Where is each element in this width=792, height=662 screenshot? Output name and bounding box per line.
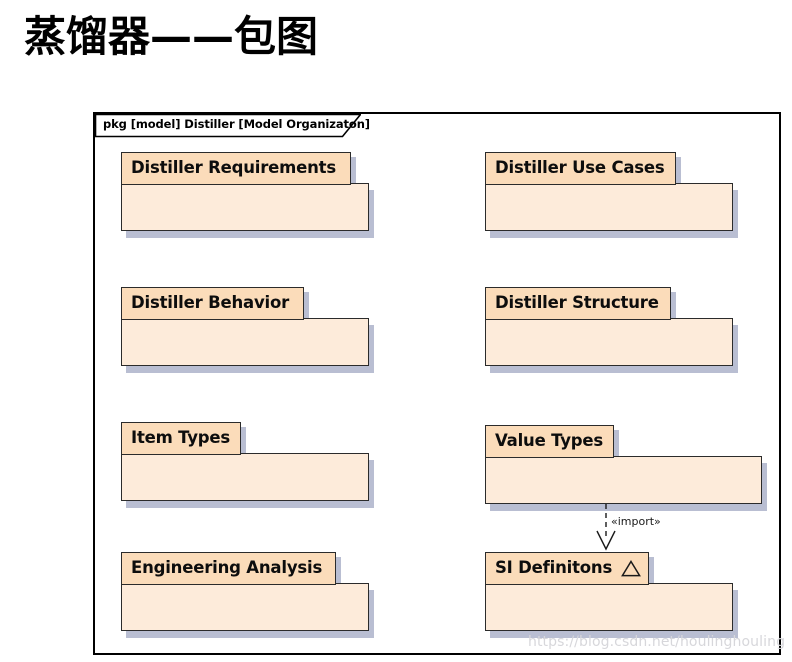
package-name-label: Distiller Structure (495, 293, 659, 313)
package-header[interactable]: Distiller Structure (485, 287, 671, 320)
package-header[interactable]: Engineering Analysis (121, 552, 336, 585)
package-body (485, 456, 762, 505)
package-name-label: Distiller Behavior (131, 293, 290, 313)
package-body (485, 318, 733, 367)
package-header[interactable]: SI Definitons (485, 552, 649, 585)
package-header[interactable]: Distiller Use Cases (485, 152, 676, 185)
package-header[interactable]: Distiller Behavior (121, 287, 304, 320)
package-body (121, 183, 369, 232)
frame-label-shape (95, 114, 361, 138)
import-stereotype-label: «import» (611, 515, 661, 528)
package-body (121, 453, 369, 502)
package-name-label: Distiller Requirements (131, 158, 336, 178)
package-body (121, 583, 369, 632)
package-header[interactable]: Value Types (485, 425, 614, 458)
watermark: https://blog.csdn.net/houlinghouling (528, 634, 786, 650)
frame-label-tab: pkg [model] Distiller [Model Organizaton… (95, 114, 370, 138)
package-name-label: Engineering Analysis (131, 558, 323, 578)
package-body (121, 318, 369, 367)
package-name-label: Distiller Use Cases (495, 158, 665, 178)
package-name-label: Value Types (495, 431, 604, 451)
package-header[interactable]: Distiller Requirements (121, 152, 351, 185)
package-name-label: SI Definitons (495, 558, 613, 578)
frame-label-text: pkg [model] Distiller [Model Organizaton… (103, 117, 370, 131)
package-body (485, 183, 733, 232)
package-name-label: Item Types (131, 428, 231, 448)
page-title: 蒸馏器——包图 (24, 12, 319, 61)
package-header[interactable]: Item Types (121, 422, 241, 455)
package-body (485, 583, 733, 632)
model-library-triangle-icon (621, 560, 642, 577)
package-diagram-frame: pkg [model] Distiller [Model Organizaton… (93, 112, 781, 655)
